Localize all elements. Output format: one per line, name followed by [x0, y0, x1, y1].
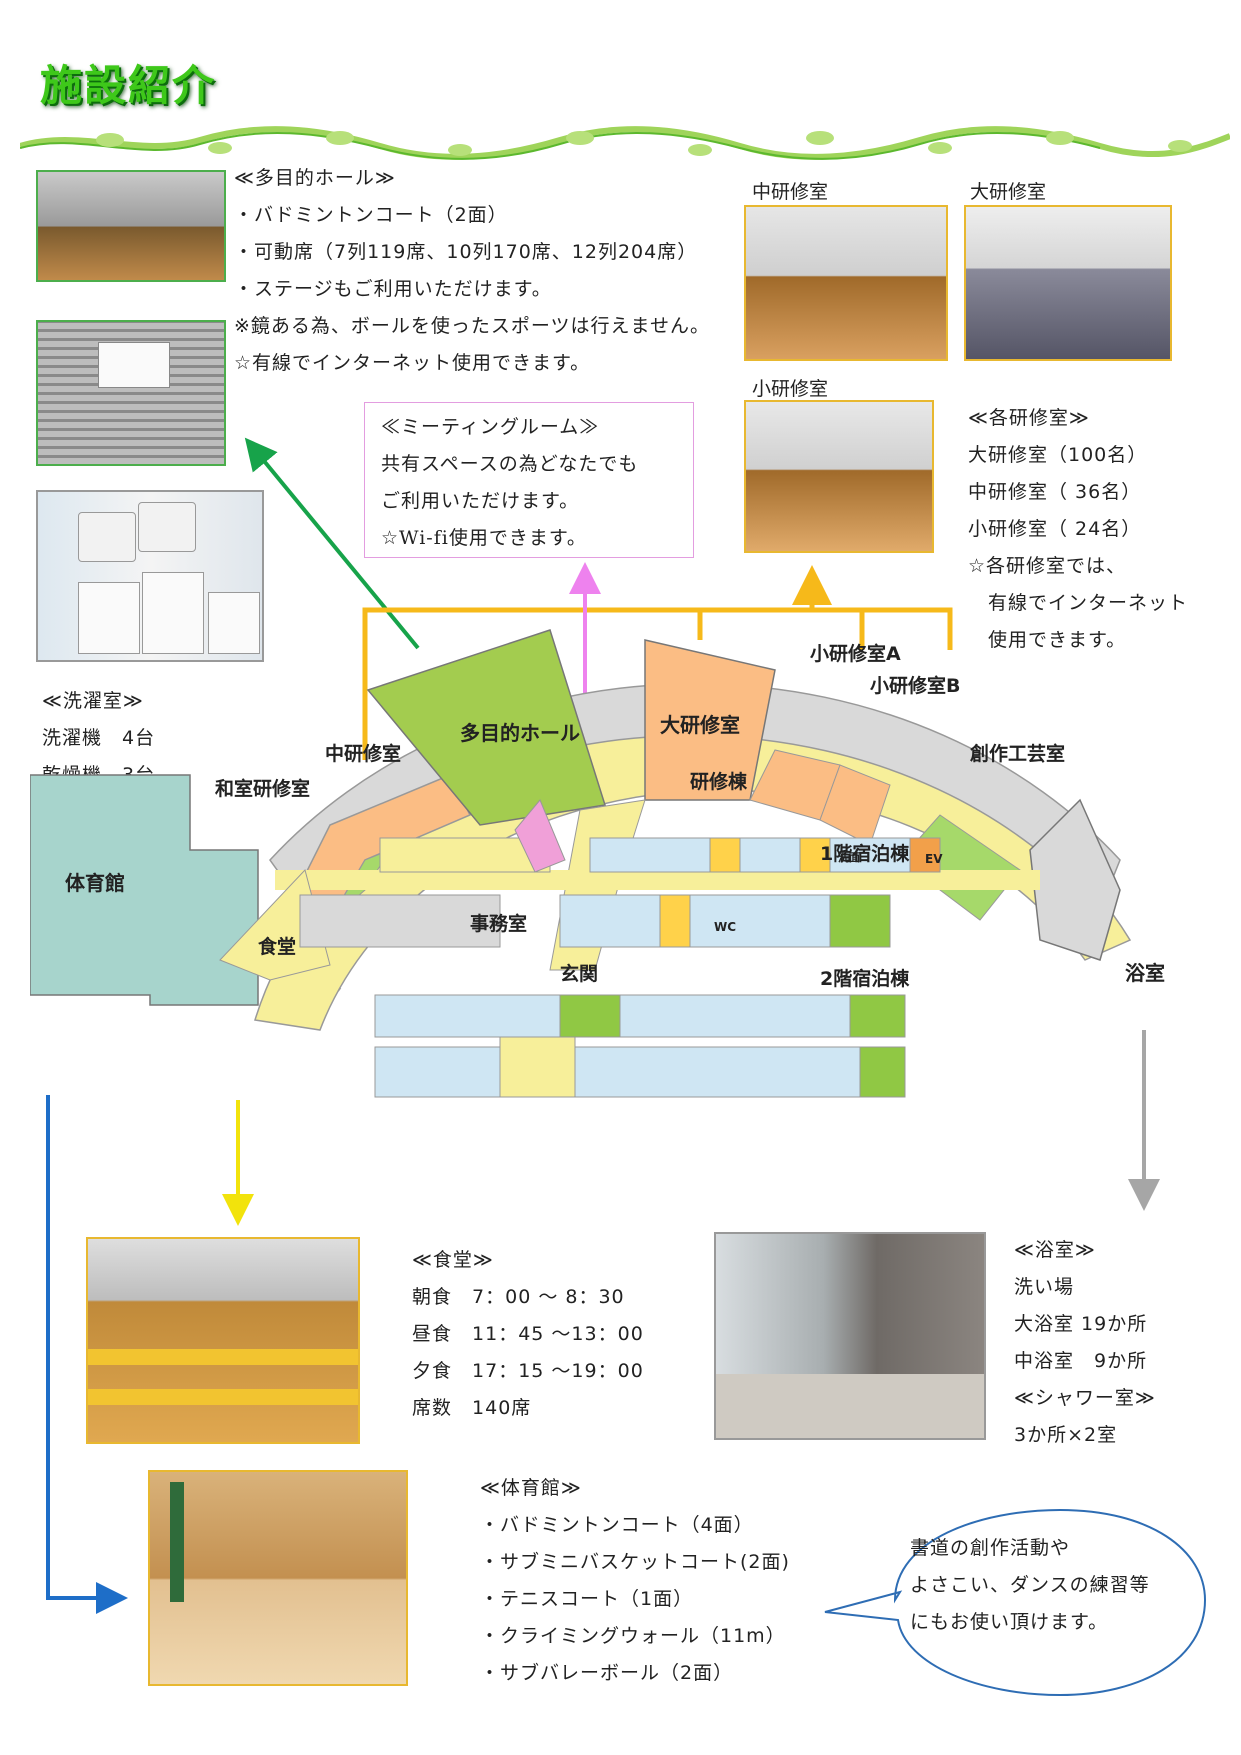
dining-row-value: 17：15 〜19：00 [472, 1360, 644, 1382]
gym-heading: ≪体育館≫ [480, 1477, 582, 1499]
gym-line: ・サブミニバスケットコート(2面) [480, 1551, 790, 1573]
dining-row-label: 朝食 [412, 1286, 453, 1308]
bubble-line: 書道の創作活動や [910, 1537, 1071, 1559]
rooms-line: ☆各研修室では、 [968, 555, 1127, 577]
dining-row-label: 昼食 [412, 1323, 453, 1345]
rooms-line: 小研修室（ 24名） [968, 518, 1142, 540]
small-room-label: 小研修室 [752, 378, 829, 400]
gym-line: ・サブバレーボール（2面） [480, 1662, 734, 1684]
large-room-photo [964, 205, 1172, 361]
hall-line: ※鏡ある為、ボールを使ったスポーツは行えません。 [234, 315, 710, 337]
large-room-label: 大研修室 [970, 181, 1047, 203]
bath-line: 中浴室 9か所 [1014, 1350, 1148, 1372]
dining-row-value: 7：00 〜 8：30 [472, 1286, 625, 1308]
map-label-craft-room: 創作工芸室 [970, 742, 1065, 765]
gym-line: ・テニスコート（1面） [480, 1588, 694, 1610]
laundry-line: 洗濯機 4台 [42, 727, 156, 749]
map-label-floor1: 1階宿泊棟 [820, 842, 910, 865]
gym-line: ・バドミントンコート（4面） [480, 1514, 754, 1536]
bath-line: 洗い場 [1014, 1276, 1075, 1298]
bath-photo [714, 1232, 986, 1440]
map-label-wc: WC [714, 920, 736, 934]
hall-line: ・バドミントンコート（2面） [234, 204, 508, 226]
bubble-line: にもお使い頂けます。 [910, 1611, 1109, 1633]
map-label-floor2: 2階宿泊棟 [820, 967, 910, 990]
page-title: 施設紹介 [40, 61, 217, 110]
hall-photo-1 [36, 170, 226, 282]
meeting-heading: ≪ミーティングルーム≫ [381, 416, 600, 438]
bath-heading: ≪浴室≫ [1014, 1239, 1096, 1261]
meeting-line: ☆Wi-fi使用できます。 [381, 527, 587, 549]
speech-bubble [824, 1508, 1207, 1697]
dining-row-label: 夕食 [412, 1360, 453, 1382]
map-label-small-a: 小研修室A [810, 642, 901, 665]
map-label-training-wing: 研修棟 [690, 770, 748, 793]
hall-photo-2 [36, 320, 226, 466]
map-label-bath: 浴室 [1125, 961, 1165, 985]
map-label-dining: 食堂 [258, 935, 296, 958]
shower-heading: ≪シャワー室≫ [1014, 1387, 1156, 1409]
meeting-line: 共有スペースの為どなたでも [381, 453, 639, 475]
map-label-middle-room: 中研修室 [325, 742, 401, 765]
map-gym-shape[interactable] [30, 774, 259, 1006]
middle-room-label: 中研修室 [752, 181, 829, 203]
floor-map: 多目的ホール 大研修室 小研修室A 小研修室B 中研修室 和室研修室 創作工芸室… [30, 629, 1165, 1098]
map-label-japanese-room: 和室研修室 [215, 777, 310, 800]
dining-photo [86, 1237, 360, 1444]
map-label-office: 事務室 [470, 912, 527, 935]
laundry-photo [36, 490, 264, 662]
rooms-line: 大研修室（100名） [968, 444, 1148, 466]
map-label-large-room: 大研修室 [660, 713, 740, 737]
bubble-line: よさこい、ダンスの練習等 [910, 1574, 1150, 1596]
hall-line: ☆有線でインターネット使用できます。 [234, 352, 591, 374]
vine-divider [20, 126, 1230, 160]
laundry-heading: ≪洗濯室≫ [42, 690, 144, 712]
middle-room-photo [744, 205, 948, 361]
map-label-entrance: 玄関 [560, 962, 598, 985]
bath-line: 大浴室 19か所 [1014, 1313, 1148, 1335]
meeting-line: ご利用いただけます。 [381, 490, 580, 512]
rooms-line: 中研修室（ 36名） [968, 481, 1142, 503]
map-label-gym: 体育館 [65, 871, 125, 895]
meeting-room-box: ≪ミーティングルーム≫ 共有スペースの為どなたでも ご利用いただけます。 ☆Wi… [364, 402, 694, 558]
rooms-line: 有線でインターネット [968, 592, 1189, 614]
hall-line: ・可動席（7列119席、10列170席、12列204席） [234, 241, 698, 263]
rooms-line: 使用できます。 [968, 629, 1127, 651]
dining-row-label: 席数 [412, 1397, 453, 1419]
map-label-small-b: 小研修室B [870, 674, 960, 697]
dining-row-value: 11：45 〜13：00 [472, 1323, 644, 1345]
rooms-heading: ≪各研修室≫ [968, 407, 1090, 429]
small-room-photo [744, 400, 934, 553]
shower-line: 3か所×2室 [1014, 1424, 1118, 1446]
gym-photo [148, 1470, 408, 1686]
hall-heading: ≪多目的ホール≫ [234, 167, 396, 189]
map-label-ev: EV [925, 852, 943, 866]
dining-heading: ≪食堂≫ [412, 1249, 494, 1271]
dining-row-value: 140席 [472, 1397, 532, 1419]
map-label-washroom: 洗面 [838, 850, 860, 864]
gym-line: ・クライミングウォール（11m） [480, 1625, 786, 1647]
map-label-hall: 多目的ホール [460, 721, 580, 745]
map-hall-shape[interactable] [366, 629, 606, 826]
hall-line: ・ステージもご利用いただけます。 [234, 278, 552, 300]
